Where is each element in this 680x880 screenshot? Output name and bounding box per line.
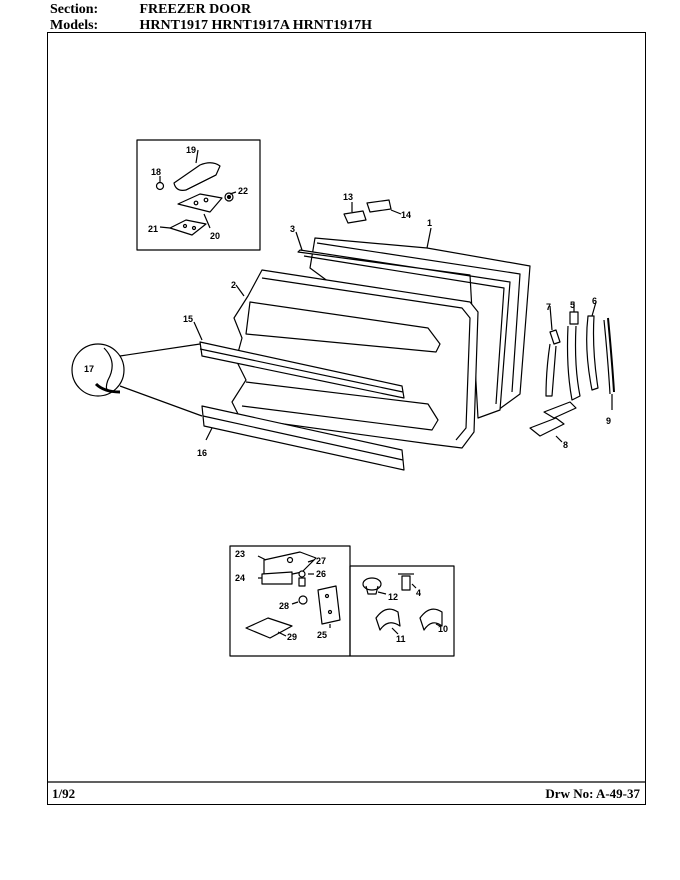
hinge-cover-inset xyxy=(136,139,261,251)
callout-21: 21 xyxy=(148,224,158,234)
callout-26: 26 xyxy=(316,569,326,579)
callout-14: 14 xyxy=(401,210,411,220)
callout-12: 12 xyxy=(388,592,398,602)
callout-4: 4 xyxy=(416,588,421,598)
callout-27: 27 xyxy=(316,556,326,566)
callout-20: 20 xyxy=(210,231,220,241)
handle-assembly xyxy=(529,301,615,443)
diagram-frame xyxy=(47,32,646,805)
callout-23: 23 xyxy=(235,549,245,559)
section-title: FREEZER DOOR xyxy=(139,2,252,17)
callout-3: 3 xyxy=(290,224,295,234)
callout-16: 16 xyxy=(197,448,207,458)
models-list: HRNT1917 HRNT1917A HRNT1917H xyxy=(139,18,373,33)
label-parts xyxy=(343,199,402,224)
cam-inset xyxy=(349,565,455,657)
callout-28: 28 xyxy=(279,601,289,611)
inner-door-liner xyxy=(231,269,479,449)
models-label: Models: xyxy=(50,18,99,33)
callout-labels: 1 2 3 4 5 6 7 8 9 10 11 12 13 14 15 16 1… xyxy=(84,145,611,644)
callout-29: 29 xyxy=(287,632,297,642)
callout-10: 10 xyxy=(438,624,448,634)
section-label: Section: xyxy=(50,2,99,17)
callout-18: 18 xyxy=(151,167,161,177)
door-gasket xyxy=(295,231,511,419)
callout-13: 13 xyxy=(343,192,353,202)
upper-shelf-bar xyxy=(193,321,405,399)
models-line: Models: HRNT1917 HRNT1917A HRNT1917H xyxy=(50,18,372,34)
section-line: Section: FREEZER DOOR xyxy=(50,2,251,18)
callout-9: 9 xyxy=(606,416,611,426)
callout-5: 5 xyxy=(570,300,575,310)
callout-6: 6 xyxy=(592,296,597,306)
callout-1: 1 xyxy=(427,218,432,228)
callout-25: 25 xyxy=(317,630,327,640)
callout-11: 11 xyxy=(396,634,406,644)
callout-22: 22 xyxy=(238,186,248,196)
lower-shelf-bar xyxy=(201,405,405,471)
drawing-number: Drw No: A-49-37 xyxy=(545,786,640,801)
hinge-inset xyxy=(229,545,351,657)
revision-date: 1/92 xyxy=(52,786,76,801)
callout-17: 17 xyxy=(84,364,94,374)
callout-7: 7 xyxy=(546,302,551,312)
callout-15: 15 xyxy=(183,314,193,324)
callout-2: 2 xyxy=(231,280,236,290)
callout-24: 24 xyxy=(235,573,245,583)
callout-8: 8 xyxy=(563,440,568,450)
detail-bubble-17 xyxy=(71,343,203,417)
callout-19: 19 xyxy=(186,145,196,155)
